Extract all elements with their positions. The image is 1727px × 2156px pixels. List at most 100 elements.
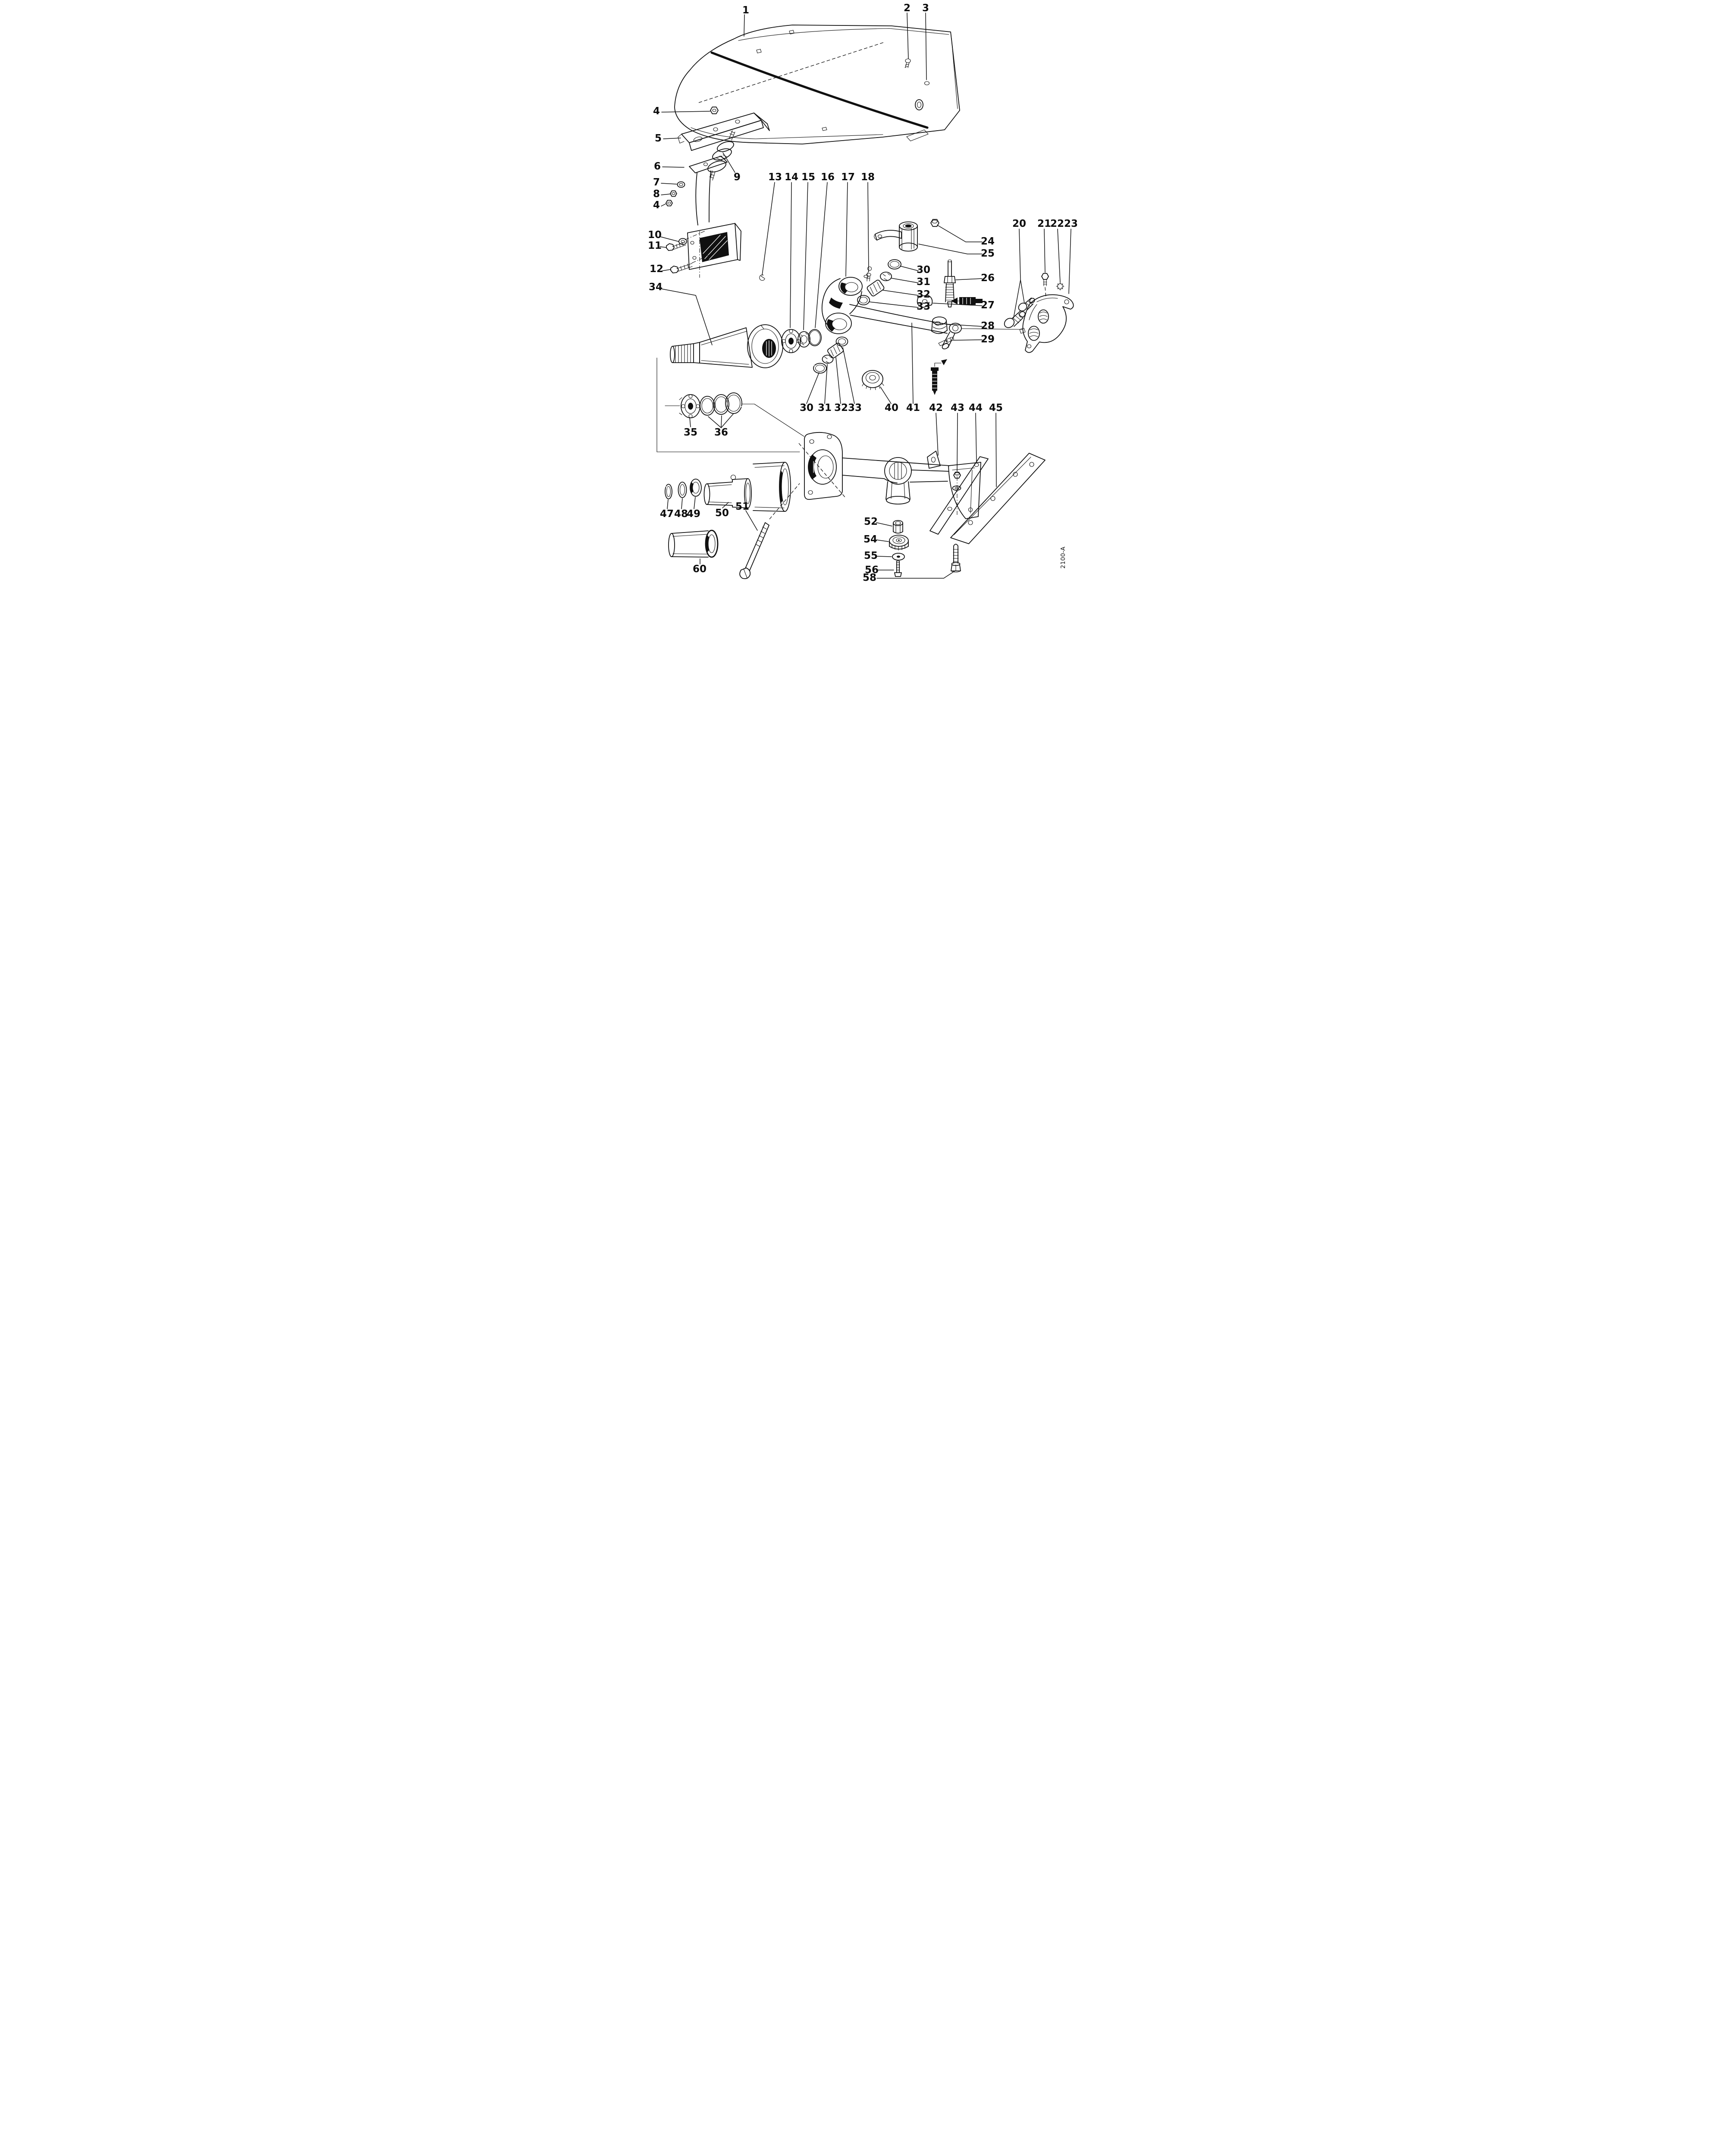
part-strap-arm-25: [873, 221, 918, 252]
part-bearing-32-lower: [827, 343, 844, 358]
part-seal-31-upper: [879, 272, 892, 281]
part-knurled-cap-40: [861, 370, 884, 390]
part-bearing-32-upper: [867, 279, 884, 297]
part-label-55-53: 55: [864, 550, 877, 561]
leader-lines: [659, 13, 1071, 579]
part-label-50-49: 50: [715, 508, 728, 519]
part-label-36-35: 36: [714, 427, 728, 438]
part-bushing-60: [668, 530, 718, 558]
part-label-30-29: 30: [916, 264, 930, 276]
diagram-artwork: [656, 25, 1074, 579]
part-top-cover: [674, 25, 960, 144]
part-label-56-54: 56: [864, 564, 878, 576]
part-bolt-11: [666, 241, 686, 251]
part-setscrew-upper: [951, 297, 983, 305]
part-label-49-48: 49: [686, 508, 700, 520]
part-snapring-30-lower: [813, 363, 827, 374]
part-label-5-4: 5: [654, 133, 661, 144]
part-wedge-27: [917, 295, 933, 308]
part-label-26-25: 26: [980, 273, 994, 284]
part-label-41-41: 41: [906, 402, 920, 414]
part-label-22-21: 22: [1050, 218, 1064, 229]
part-adjuster-stud-26: [943, 259, 956, 307]
part-label-51-50: 51: [735, 501, 749, 512]
part-label-45-45: 45: [989, 402, 1002, 414]
part-bolt-18: [866, 273, 871, 282]
part-seal-49: [689, 479, 702, 497]
exploded-parts-diagram: 1234567849101112131415161718202122232425…: [647, 0, 1080, 586]
part-label-17-17: 17: [841, 172, 854, 183]
part-seal-31-lower: [822, 354, 833, 364]
part-ring-16: [807, 329, 822, 346]
part-lower-housing: [798, 432, 981, 519]
part-label-24-23: 24: [980, 236, 994, 247]
part-plug-2: [904, 58, 911, 68]
part-nut-4-top: [710, 107, 719, 114]
part-label-6-5: 6: [653, 161, 660, 172]
part-bolt-21: [1041, 273, 1049, 298]
part-label-7-6: 7: [653, 177, 659, 188]
part-label-27-26: 27: [980, 300, 994, 311]
part-bracket-5: [677, 107, 770, 151]
part-label-54-52: 54: [863, 534, 877, 545]
part-label-10-10: 10: [648, 229, 662, 241]
part-label-18-18: 18: [860, 172, 874, 183]
part-bolt-56: [894, 560, 902, 577]
part-label-34-33: 34: [648, 282, 662, 293]
part-drop-arm-41: [849, 304, 1024, 350]
part-label-33-39: 33: [848, 402, 861, 414]
part-skid-plate-45: [950, 453, 1046, 544]
part-label-4-3: 4: [653, 106, 659, 117]
part-label-32-31: 32: [916, 289, 930, 300]
part-label-4-8: 4: [653, 200, 659, 211]
part-label-40-40: 40: [884, 402, 898, 414]
part-label-15-15: 15: [801, 172, 815, 183]
part-label-42-42: 42: [929, 402, 942, 414]
part-washer-7: [677, 181, 685, 188]
part-label-29-28: 29: [980, 334, 994, 345]
part-label-47-46: 47: [659, 508, 673, 520]
part-nut-8: [669, 190, 677, 197]
part-sleeve-50: [703, 462, 791, 512]
part-clamp-housing-23: [1019, 294, 1074, 353]
part-cotter-pin-29: [938, 337, 954, 346]
part-bushing-52: [892, 520, 903, 534]
part-nut-43: [952, 468, 961, 515]
part-label-30-36: 30: [799, 402, 813, 414]
part-nut-24: [930, 219, 939, 227]
part-label-3-2: 3: [922, 3, 929, 14]
part-label-23-22: 23: [1064, 218, 1077, 229]
part-washer-55: [892, 553, 905, 561]
part-snapring-30-upper: [887, 259, 901, 270]
part-bolt-12: [670, 263, 693, 273]
part-clip-13: [759, 274, 765, 281]
part-label-21-20: 21: [1037, 218, 1051, 229]
part-label-33-32: 33: [916, 301, 930, 312]
part-nut-4-lower: [665, 200, 673, 207]
part-ring-33-upper: [857, 295, 870, 305]
part-label-44-44: 44: [968, 402, 982, 414]
part-label-16-16: 16: [820, 172, 834, 183]
part-bolt-58: [950, 544, 961, 573]
part-label-12-12: 12: [649, 263, 663, 275]
part-label-8-7: 8: [653, 188, 659, 200]
part-support-bracket-6: [687, 156, 741, 278]
part-washer-15: [797, 331, 810, 348]
part-label-60-56: 60: [692, 564, 706, 575]
part-label-11-11: 11: [648, 240, 662, 251]
part-knurled-cap-54: [889, 535, 909, 551]
part-bushing-28: [931, 317, 948, 334]
part-fork-17: [821, 266, 872, 334]
part-label-35-34: 35: [683, 427, 697, 438]
part-setscrew-lower: [930, 359, 947, 395]
part-label-31-37: 31: [817, 402, 831, 414]
part-ring-47: [664, 484, 672, 499]
part-bearing-35: [678, 394, 700, 418]
part-star-washer-22: [1055, 282, 1064, 291]
part-label-28-27: 28: [980, 320, 994, 332]
part-ring-48: [678, 482, 687, 498]
part-label-9-9: 9: [733, 172, 740, 183]
part-clamp-strip-44: [929, 456, 989, 535]
